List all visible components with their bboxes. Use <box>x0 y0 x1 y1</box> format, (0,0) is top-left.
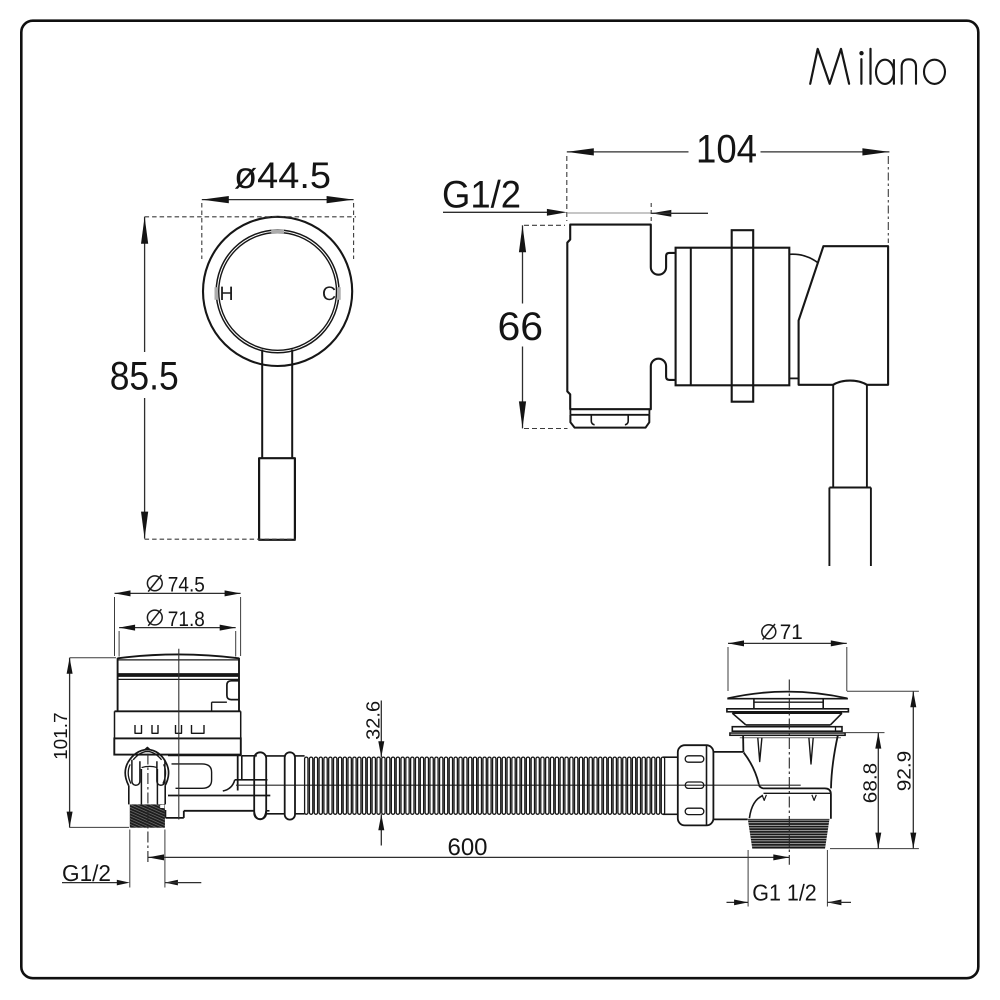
svg-text:68.8: 68.8 <box>861 763 882 804</box>
svg-text:C: C <box>322 283 336 305</box>
svg-text:G1/2: G1/2 <box>62 860 111 886</box>
svg-text:104: 104 <box>696 127 757 171</box>
svg-text:85.5: 85.5 <box>110 354 179 398</box>
svg-text:92.9: 92.9 <box>895 751 916 792</box>
svg-text:66: 66 <box>498 305 544 349</box>
svg-text:71.8: 71.8 <box>168 608 205 631</box>
svg-text:600: 600 <box>448 834 488 861</box>
svg-text:71: 71 <box>780 621 803 644</box>
svg-text:74.5: 74.5 <box>168 574 205 597</box>
svg-text:ø44.5: ø44.5 <box>234 155 331 196</box>
svg-text:101.7: 101.7 <box>51 713 72 760</box>
svg-text:G1 1/2: G1 1/2 <box>752 879 817 905</box>
svg-text:32.6: 32.6 <box>363 701 384 740</box>
svg-text:H: H <box>220 283 234 305</box>
svg-text:G1/2: G1/2 <box>442 174 521 217</box>
